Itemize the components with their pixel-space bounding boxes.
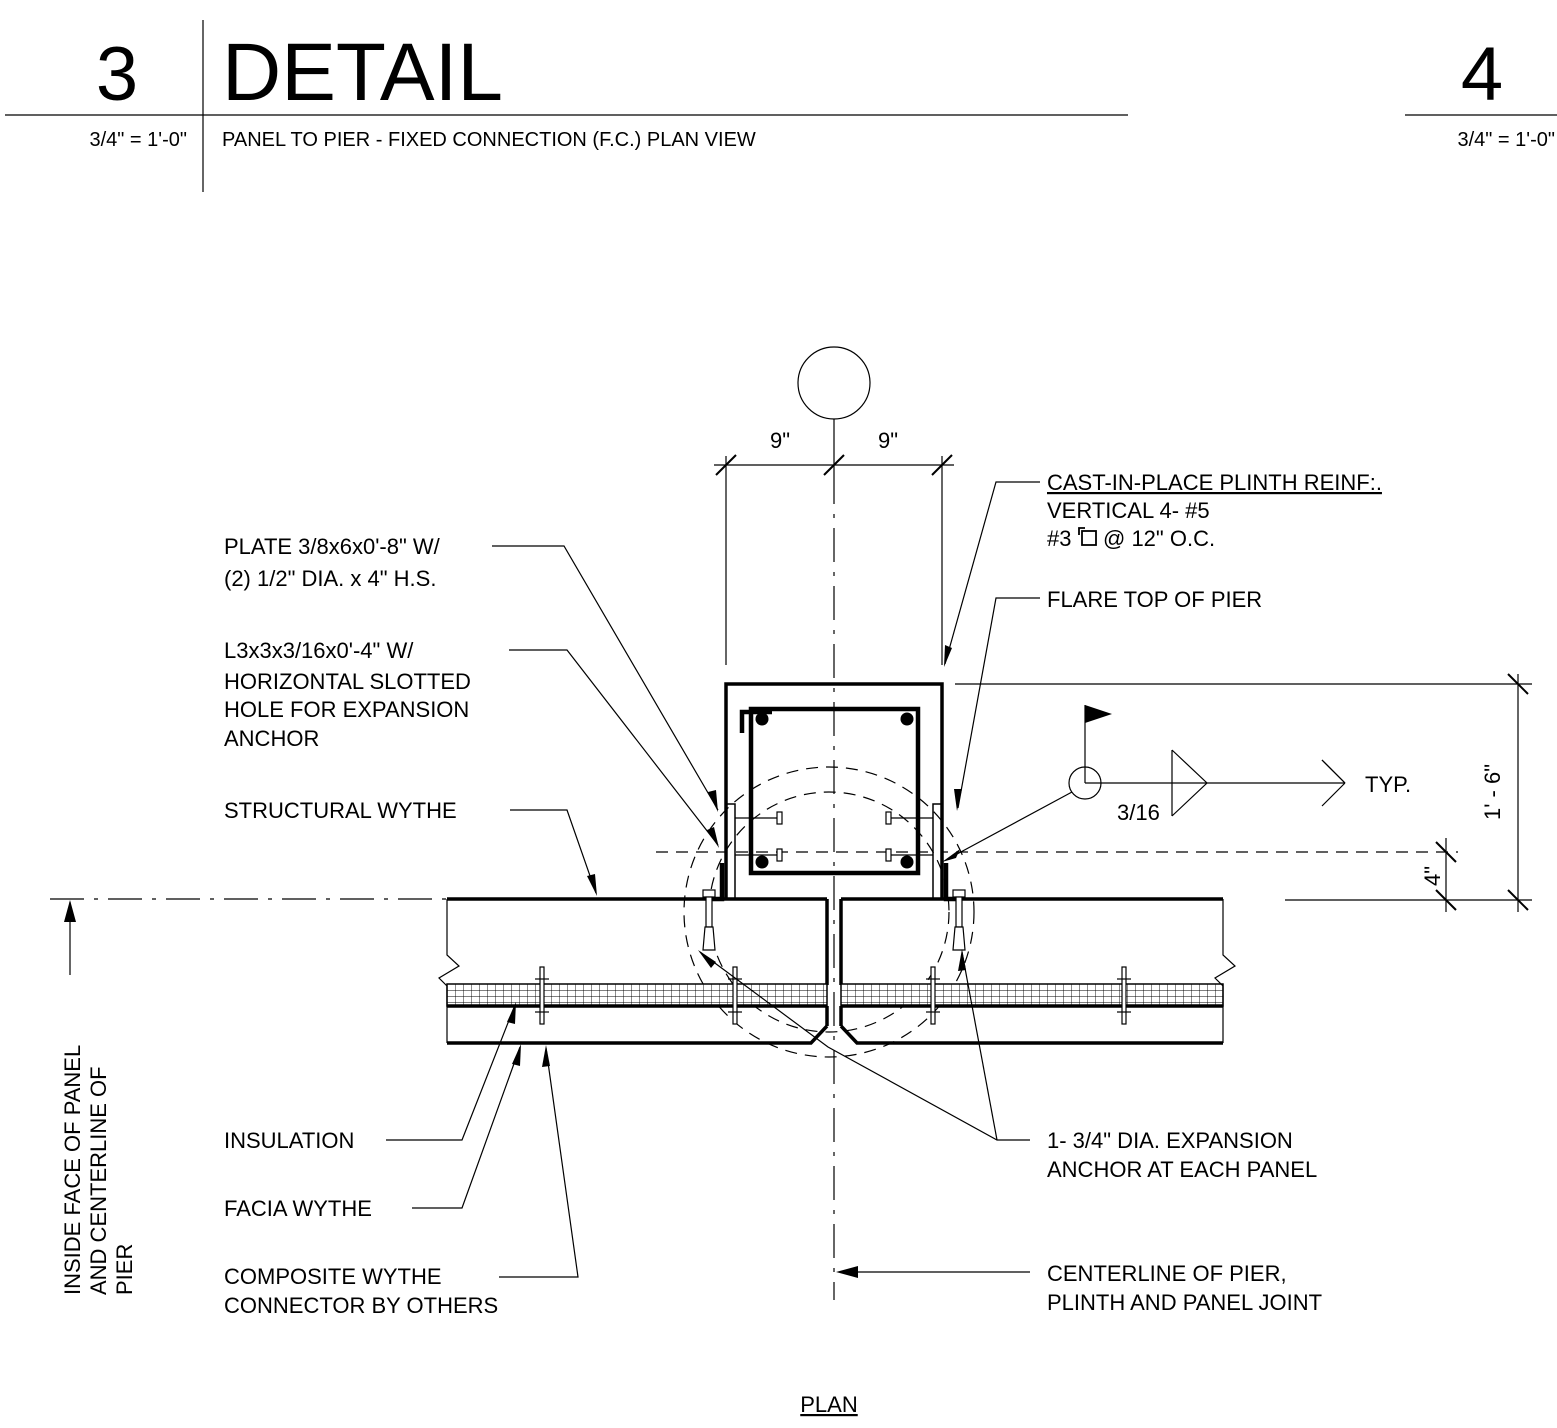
- detail-number: 3: [96, 32, 138, 117]
- detail-subtitle: PANEL TO PIER - FIXED CONNECTION (F.C.) …: [222, 129, 756, 151]
- insulation-right: [840, 983, 1224, 1007]
- label-angle-1: L3x3x3/16x0'-4" W/: [224, 638, 414, 663]
- dimension-left-half: 9": [770, 428, 790, 453]
- weld-note: TYP.: [1365, 772, 1411, 797]
- tie-reinforcement: [748, 706, 921, 876]
- dim-tick-offset-bottom: [1435, 889, 1457, 911]
- rebar-bottom-right: [900, 855, 914, 869]
- label-anchor-1: 1- 3/4" DIA. EXPANSION: [1047, 1128, 1293, 1153]
- annotation-labels: PLATE 3/8x6x0'-8" W/ (2) 1/2" DIA. x 4" …: [60, 470, 1382, 1318]
- label-centerline-2: PLINTH AND PANEL JOINT: [1047, 1290, 1322, 1315]
- detail-title: DETAIL: [222, 27, 503, 118]
- label-angle-4: ANCHOR: [224, 726, 319, 751]
- label-centerline-1: CENTERLINE OF PIER,: [1047, 1261, 1287, 1286]
- leader-lines: [69, 481, 1040, 1278]
- label-connector-2: CONNECTOR BY OTHERS: [224, 1293, 498, 1318]
- pier-plinth: [724, 682, 944, 899]
- dimension-right: 1' - 6" 4": [656, 673, 1532, 912]
- next-detail-number: 4: [1461, 32, 1503, 117]
- headed-studs: [735, 811, 933, 862]
- grid-bubble: [797, 346, 871, 420]
- fillet-weld-icon: [1171, 749, 1208, 817]
- weld-arrow-leader: [945, 791, 1073, 861]
- facia-outer-left: [447, 1024, 829, 1045]
- tie-icon: [1078, 527, 1097, 546]
- dimension-right-half: 9": [878, 428, 898, 453]
- label-plinth-reinf-4: @ 12" O.C.: [1103, 526, 1215, 551]
- facia-outer-right: [839, 1024, 1223, 1045]
- flare-circle-inner: [708, 791, 950, 1033]
- break-line-left: [438, 899, 460, 1043]
- tie-hook: [739, 709, 772, 733]
- break-line-right: [1214, 899, 1236, 1043]
- label-structural-wythe: STRUCTURAL WYTHE: [224, 798, 457, 823]
- dim-tick-height-bottom: [1507, 889, 1529, 911]
- rebar-bottom-left: [755, 855, 769, 869]
- label-plinth-reinf-2: VERTICAL 4- #5: [1047, 498, 1210, 523]
- field-weld-flag-icon: [1085, 705, 1112, 723]
- label-insulation: INSULATION: [224, 1128, 354, 1153]
- wall-panels: [438, 889, 1236, 1045]
- rebar-top-right: [900, 712, 914, 726]
- embed-plate-left: [726, 803, 736, 900]
- dim-tick-offset-top: [1435, 841, 1457, 863]
- weld-size: 3/16: [1117, 800, 1160, 825]
- dim-tick-height-top: [1507, 673, 1529, 695]
- label-angle-2: HORIZONTAL SLOTTED: [224, 669, 471, 694]
- dim-tick-center: [823, 454, 845, 476]
- plinth-outline: [724, 682, 944, 899]
- weld-symbol: 3/16 TYP.: [942, 705, 1411, 862]
- label-plate-2: (2) 1/2" DIA. x 4" H.S.: [224, 566, 436, 591]
- label-flare-top: FLARE TOP OF PIER: [1047, 587, 1262, 612]
- dim-tick-left: [715, 454, 737, 476]
- label-inside-face-3: PIER: [112, 1244, 137, 1295]
- view-label: PLAN: [800, 1392, 857, 1417]
- next-detail-scale: 3/4" = 1'-0": [1457, 129, 1555, 151]
- label-anchor-2: ANCHOR AT EACH PANEL: [1047, 1157, 1317, 1182]
- label-plinth-reinf-1: CAST-IN-PLACE PLINTH REINF:.: [1047, 470, 1382, 495]
- flare-circle-outer: [683, 766, 975, 1058]
- label-connector-1: COMPOSITE WYTHE: [224, 1264, 442, 1289]
- label-plate-1: PLATE 3/8x6x0'-8" W/: [224, 534, 441, 559]
- rebar-top-left: [755, 712, 769, 726]
- expansion-anchors: [702, 889, 966, 951]
- label-inside-face-2: AND CENTERLINE OF: [86, 1066, 111, 1295]
- leader-arrowheads: [64, 645, 966, 1278]
- insulation-left: [446, 983, 828, 1007]
- weld-arrow-head: [942, 849, 960, 862]
- label-inside-face-1: INSIDE FACE OF PANEL: [60, 1045, 85, 1295]
- dimension-height: 1' - 6": [1480, 764, 1505, 820]
- label-angle-3: HOLE FOR EXPANSION: [224, 697, 469, 722]
- title-block: 3 DETAIL 3/4" = 1'-0" PANEL TO PIER - FI…: [5, 20, 1557, 192]
- dim-tick-right: [931, 454, 953, 476]
- dimension-top: 9" 9": [714, 346, 954, 665]
- wythe-connectors: [535, 966, 1131, 1025]
- label-plinth-reinf-3: #3: [1047, 526, 1071, 551]
- dimension-offset: 4": [1420, 866, 1445, 886]
- detail-scale: 3/4" = 1'-0": [89, 129, 187, 151]
- label-facia-wythe: FACIA WYTHE: [224, 1196, 372, 1221]
